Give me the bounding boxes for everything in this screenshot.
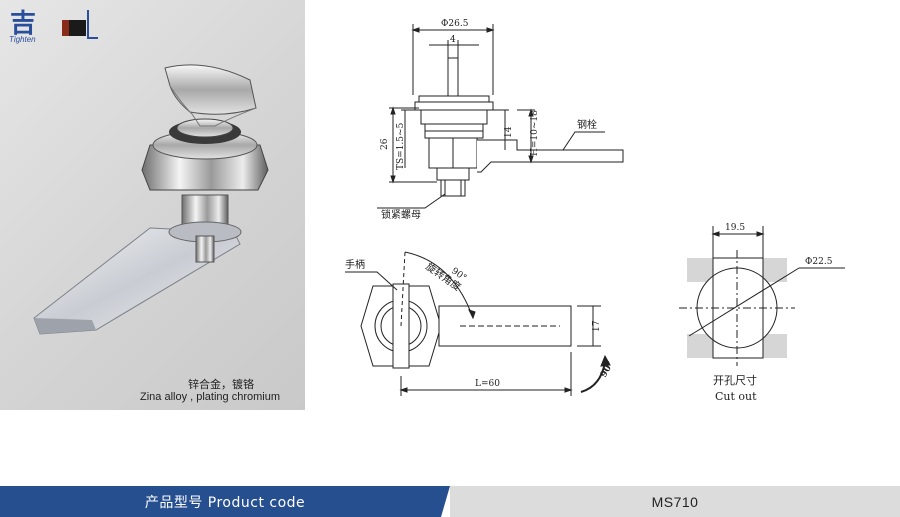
logo-wordmark: Tighten — [9, 35, 36, 44]
product-photo-panel: 吉 Tighten — [0, 0, 305, 410]
material-caption-en: Zina alloy , plating chromium — [140, 391, 281, 403]
dim-height-26: 26 — [380, 138, 390, 150]
label-steel-bolt: 钢栓 — [577, 118, 597, 131]
side-view-labels: Φ26.5 4 26 TS=1.5~5 14 H=10~18 钢栓 锁紧螺母 — [380, 19, 597, 221]
front-view — [345, 251, 611, 396]
dim-ts-range: TS=1.5~5 — [396, 122, 406, 170]
svg-text:吉: 吉 — [10, 9, 36, 39]
dim-width-17: 17 — [592, 320, 602, 332]
product-code-value: MS710 — [450, 486, 900, 517]
cutout-label-en: Cut out — [715, 390, 757, 403]
dim-14: 14 — [504, 126, 514, 138]
dim-cutout-diameter: Φ22.5 — [805, 257, 833, 267]
side-view — [377, 24, 624, 209]
technical-drawing: Φ26.5 4 26 TS=1.5~5 14 H=10~18 钢栓 锁紧螺母 — [345, 19, 845, 403]
dim-diameter-26-5: Φ26.5 — [441, 19, 469, 29]
label-handle: 手柄 — [345, 258, 365, 271]
cutout-labels: 19.5 Φ22.5 开孔尺寸 Cut out — [713, 223, 833, 403]
dim-length-60: L=60 — [475, 379, 500, 389]
cam-lock-photo — [33, 64, 269, 335]
material-caption-cn: 锌合金，镀铬 — [188, 378, 254, 391]
brand-logo: 吉 Tighten — [9, 9, 98, 44]
dim-h-range: H=10~18 — [530, 110, 540, 156]
label-lock-nut: 锁紧螺母 — [381, 208, 421, 221]
cutout-label-cn: 开孔尺寸 — [713, 373, 757, 387]
dim-width-4: 4 — [450, 35, 456, 45]
product-code-bar: 产品型号 Product code MS710 — [0, 486, 900, 517]
dim-cutout-19-5: 19.5 — [725, 223, 745, 233]
cutout-view — [679, 226, 845, 366]
arrow-90: 90° — [599, 360, 616, 380]
product-code-label: 产品型号 Product code — [0, 486, 450, 517]
